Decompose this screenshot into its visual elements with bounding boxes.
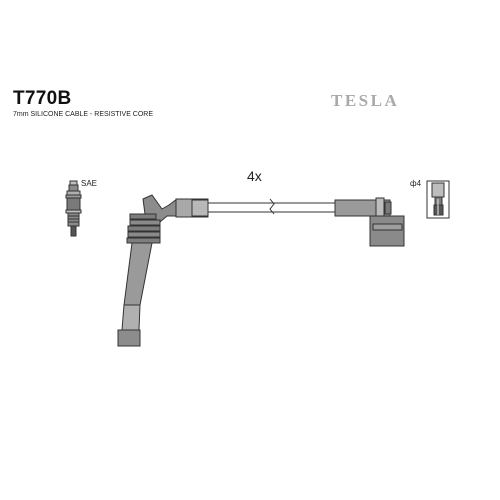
straight-boot (117, 194, 209, 347)
terminal-diameter-label: ф4 (410, 179, 422, 188)
cable (207, 198, 337, 215)
cable-specification: 7mm SILICONE CABLE - RESISTIVE CORE (13, 111, 154, 118)
angled-boot (334, 197, 405, 247)
brand-logo: TESLA (331, 91, 400, 110)
cable-quantity-label: 4x (247, 168, 262, 184)
spark-plug-standard-label: SAE (81, 179, 98, 188)
terminal-detail-icon (426, 180, 450, 219)
spark-plug-icon (65, 180, 82, 237)
part-number: T770B (13, 88, 72, 109)
